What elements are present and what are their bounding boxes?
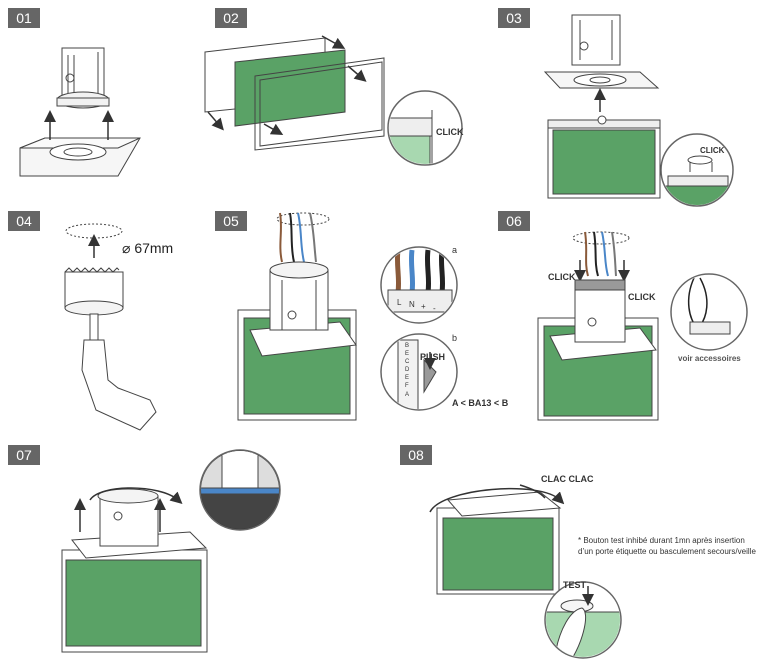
hole-diameter-label: ⌀ 67mm bbox=[122, 240, 174, 256]
scale-letter-5: F bbox=[405, 383, 409, 389]
step-03-illustration bbox=[543, 14, 734, 207]
step-07-illustration bbox=[61, 449, 281, 653]
scale-letter-4: E bbox=[405, 375, 410, 381]
step-06-illustration bbox=[537, 231, 748, 421]
step-04-illustration bbox=[64, 223, 157, 431]
step-badge-03: 03 bbox=[498, 8, 530, 28]
step-badge-01: 01 bbox=[8, 8, 40, 28]
step-06-click-left-label: CLICK bbox=[548, 272, 576, 282]
terminal-label-minus: - bbox=[433, 304, 436, 313]
terminal-label-plus: + bbox=[421, 302, 426, 311]
test-label: TEST bbox=[563, 580, 587, 590]
accessories-label: voir accessoires bbox=[678, 354, 741, 363]
scale-letter-a: A bbox=[405, 392, 410, 398]
test-note-line1: * Bouton test inhibé durant 1mn après in… bbox=[578, 536, 745, 545]
step-02-illustration bbox=[204, 35, 463, 166]
scale-letter-1: E bbox=[405, 351, 410, 357]
terminal-label-n: N bbox=[409, 300, 415, 309]
step-06-click-right-label: CLICK bbox=[628, 292, 656, 302]
step-08-illustration bbox=[429, 484, 622, 659]
step-badge-04: 04 bbox=[8, 211, 40, 231]
step-badge-05: 05 bbox=[215, 211, 247, 231]
step-badge-08: 08 bbox=[400, 445, 432, 465]
step-05-sub-b-label: b bbox=[452, 333, 458, 343]
step-badge-06: 06 bbox=[498, 211, 530, 231]
step-05-sub-a-label: a bbox=[452, 245, 458, 255]
step-01-illustration bbox=[19, 47, 141, 177]
push-label: PUSH bbox=[420, 352, 446, 362]
green-sign-panel bbox=[234, 49, 346, 127]
clac-clac-label: CLAC CLAC bbox=[541, 474, 594, 484]
scale-letter-0: B bbox=[405, 343, 410, 349]
scale-letter-3: D bbox=[405, 367, 410, 373]
step-badge-07: 07 bbox=[8, 445, 40, 465]
step-badge-02: 02 bbox=[215, 8, 247, 28]
step-02-click-label: CLICK bbox=[436, 127, 464, 137]
step-03-click-label: CLICK bbox=[700, 146, 725, 155]
terminal-label-l: L bbox=[397, 298, 402, 307]
scale-letter-2: C bbox=[405, 359, 410, 365]
step-05-illustration bbox=[237, 212, 458, 421]
ba13-range-label: A < BA13 < B bbox=[452, 398, 509, 408]
test-note-line2: d’un porte étiquette ou basculement seco… bbox=[578, 547, 756, 556]
